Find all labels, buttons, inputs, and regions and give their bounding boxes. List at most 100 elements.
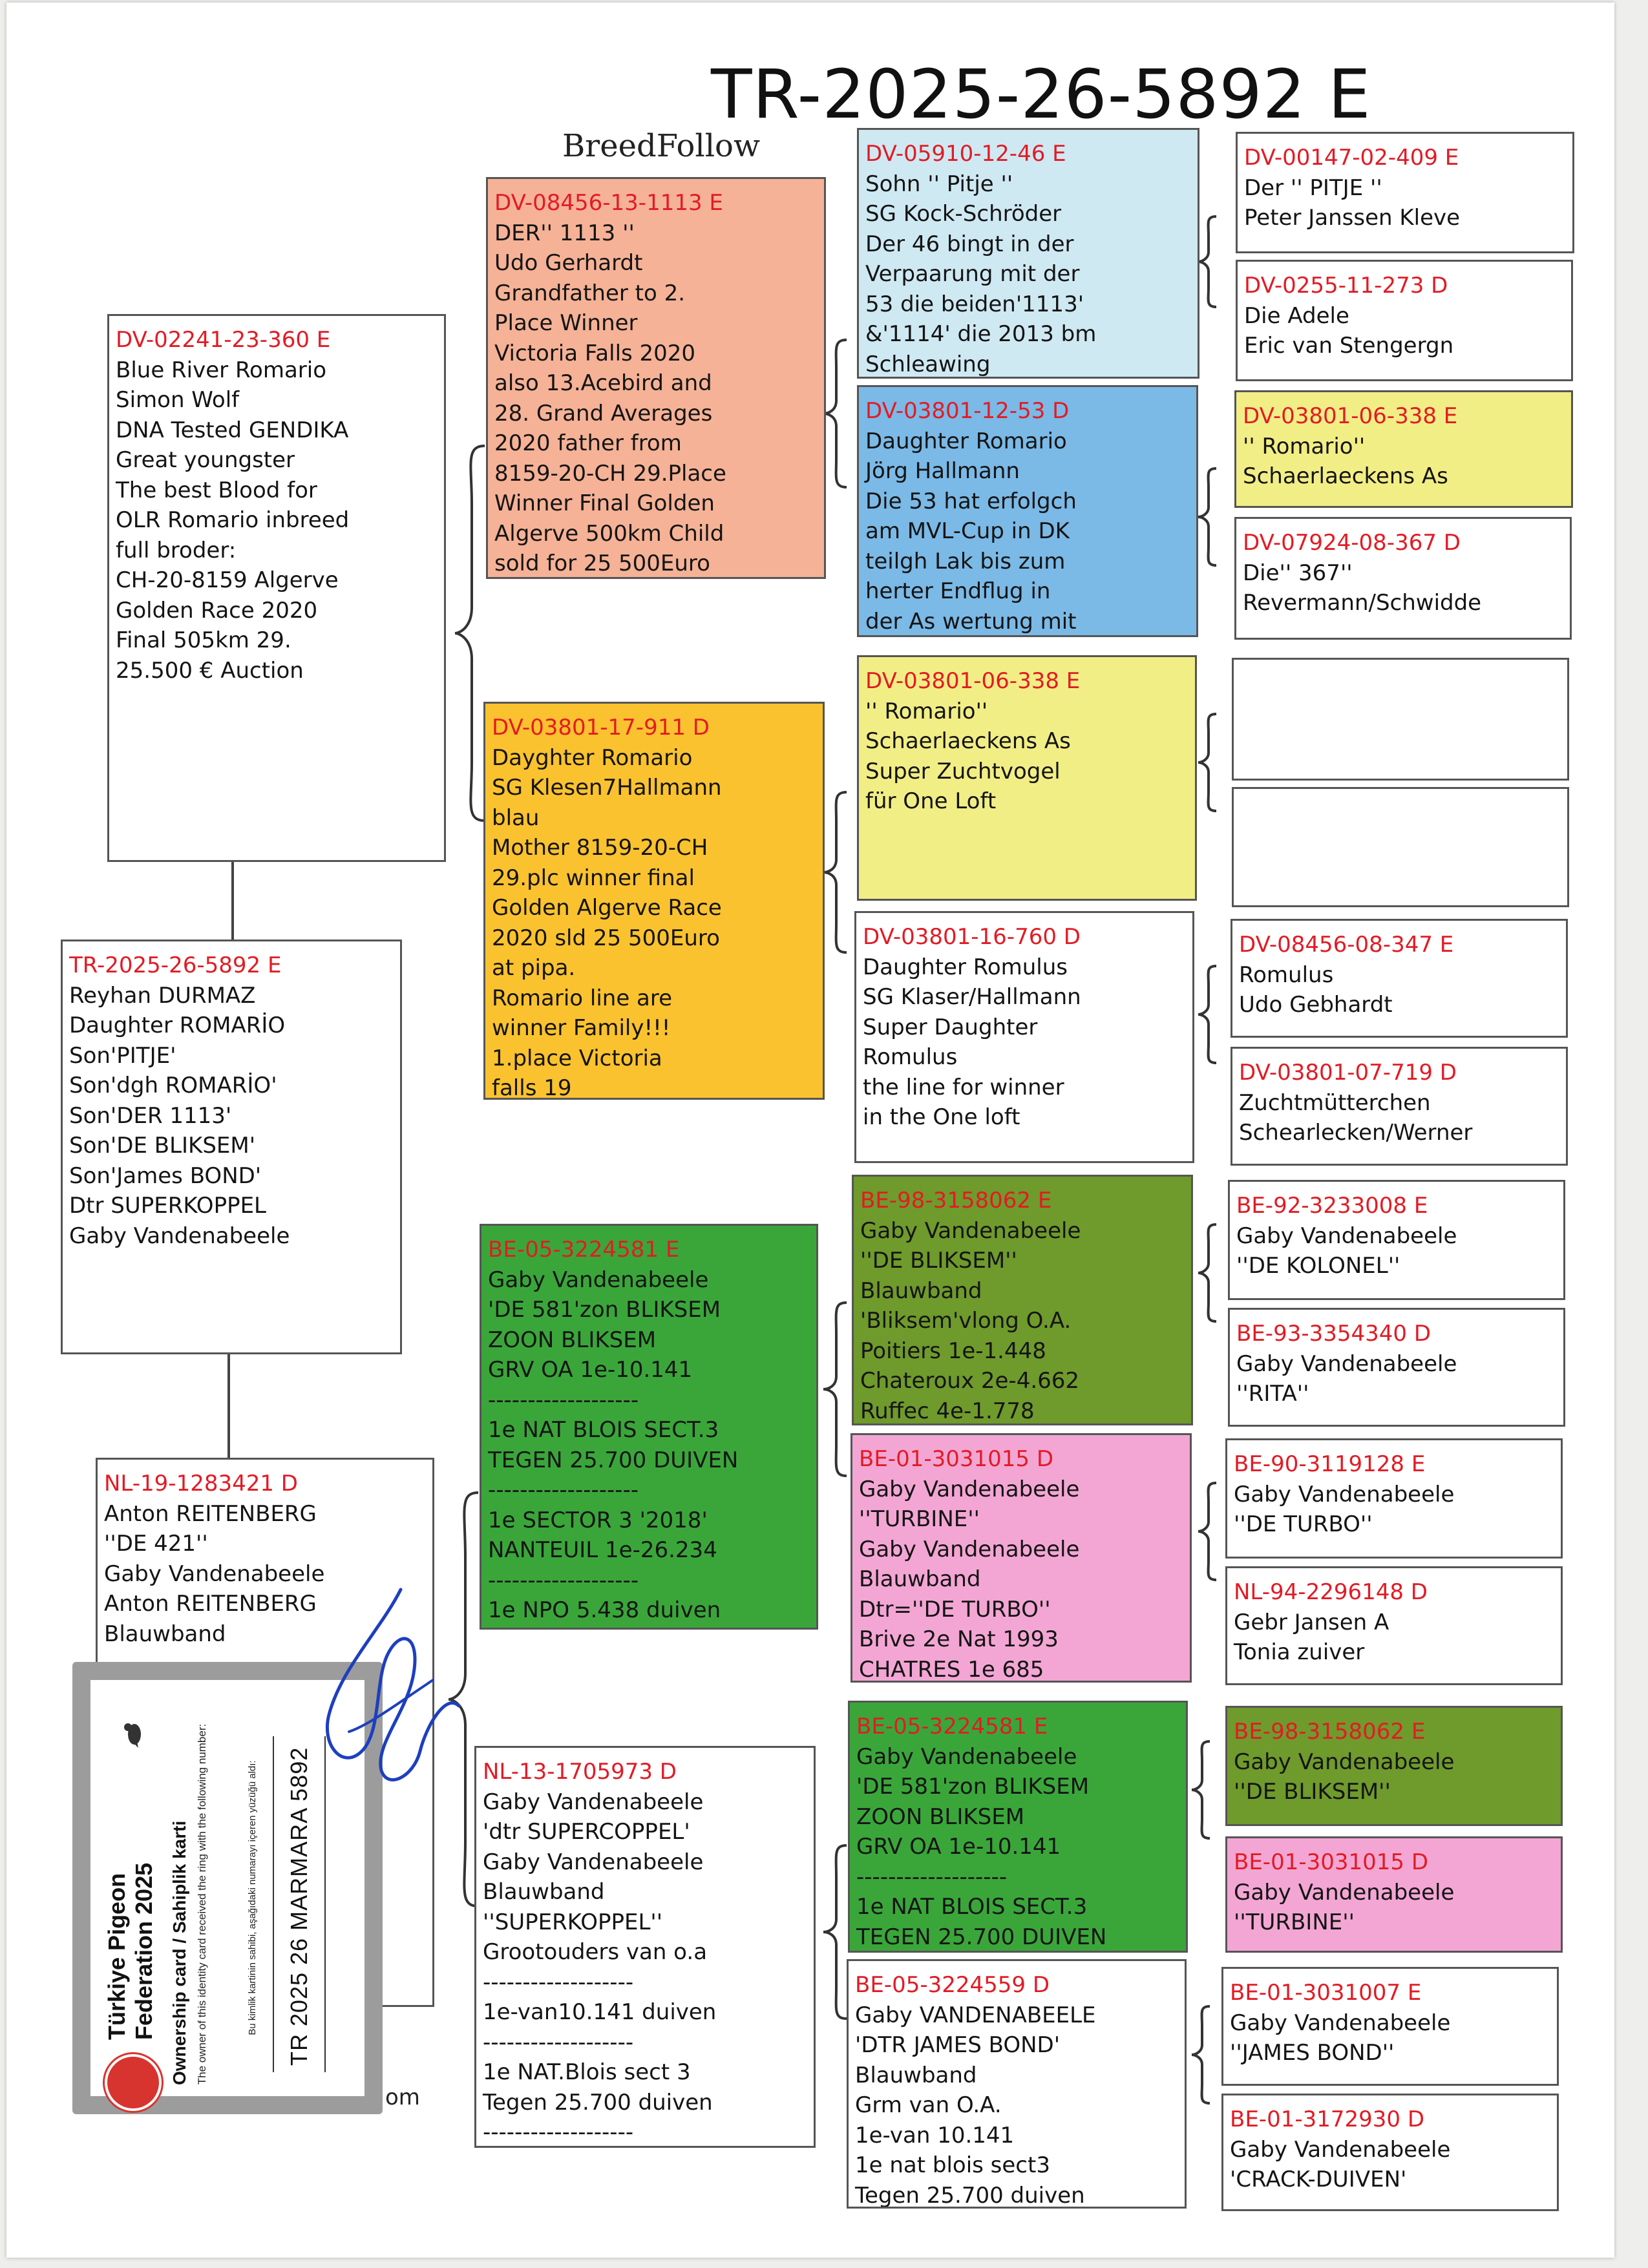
pedigree-line: 2020 father from xyxy=(494,430,682,456)
page-title: TR-2025-26-5892 E xyxy=(711,55,1371,134)
pedigree-line: ZOON BLIKSEM xyxy=(856,1803,1025,1830)
pedigree-card-g12: NL-94-2296148 D Gebr Jansen A Tonia zuiver xyxy=(1225,1566,1563,1685)
pedigree-line: The best Blood for xyxy=(116,477,317,503)
brace-connector xyxy=(1198,467,1217,567)
pedigree-line: 1e-van 10.141 xyxy=(855,2122,1015,2148)
pedigree-card-g6 xyxy=(1232,787,1569,907)
pedigree-line: Romulus xyxy=(1239,961,1334,988)
pedigree-line: Place Winner xyxy=(494,310,638,336)
pedigree-line: Udo Gerhardt xyxy=(494,250,643,276)
ring-number: DV-02241-23-360 E xyxy=(116,327,331,353)
pedigree-line: SG Klaser/Hallmann xyxy=(863,984,1081,1010)
pedigree-line: am MVL-Cup in DK xyxy=(865,518,1070,544)
pedigree-line: Zuchtmütterchen xyxy=(1239,1089,1431,1116)
pedigree-line: Mother 8159-20-CH xyxy=(492,835,708,861)
pedigree-line: blau xyxy=(492,804,540,831)
pedigree-line: Peter Janssen Kleve xyxy=(1244,205,1461,231)
brand-logo: BreedFollow xyxy=(562,128,761,164)
ring-number: DV-08456-13-1113 E xyxy=(494,190,723,216)
ring-number: NL-19-1283421 D xyxy=(104,1471,298,1496)
pedigree-line: SG Kock-Schröder xyxy=(865,201,1062,227)
pedigree-line: Gaby Vandenabeele xyxy=(483,1849,704,1875)
pedigree-line: ''TURBINE'' xyxy=(859,1506,980,1532)
pedigree-line: DNA Tested GENDIKA xyxy=(116,417,349,443)
brace-connector xyxy=(448,1491,479,1907)
brace-connector xyxy=(1198,965,1217,1064)
pedigree-line: Dayghter Romario xyxy=(492,744,693,771)
pedigree-line: ZOON BLIKSEM xyxy=(488,1327,657,1353)
pedigree-line: Son'DER 1113' xyxy=(69,1102,232,1129)
pedigree-line: Tonia zuiver xyxy=(1234,1639,1365,1665)
pedigree-line: CHATRES 1e 685 xyxy=(859,1656,1044,1683)
pedigree-line: full broder: xyxy=(116,537,237,563)
ring-number: BE-90-3119128 E xyxy=(1234,1451,1426,1477)
pedigree-line: Die'' 367'' xyxy=(1243,560,1353,586)
pedigree-line: 'DTR JAMES BOND' xyxy=(855,2032,1061,2058)
ring-number: NL-94-2296148 D xyxy=(1234,1579,1428,1605)
pedigree-line: Son'James BOND' xyxy=(69,1162,262,1189)
pedigree-line: ------------------- xyxy=(483,2029,634,2055)
pedigree-line: Gebr Jansen A xyxy=(1234,1609,1389,1635)
pedigree-line: Golden Algerve Race xyxy=(492,895,722,921)
pedigree-line: Great youngster xyxy=(116,447,295,473)
pedigree-line: Gaby Vandenabeele xyxy=(104,1560,325,1587)
pedigree-line: 1e NAT.Blois sect 3 xyxy=(483,2059,691,2085)
pigeon-emblem-icon xyxy=(124,1723,141,1748)
pedigree-line: the line for winner xyxy=(863,1074,1064,1100)
brace-connector xyxy=(454,445,485,822)
pedigree-line: 8159-20-CH 29.Place xyxy=(494,460,726,487)
ownership-card-content: Türkiye Pigeon Federation 2025 Ownership… xyxy=(98,1691,357,2111)
pedigree-line: ''DE BLIKSEM'' xyxy=(860,1248,1017,1274)
pedigree-card-g3: DV-03801-06-338 E'' Romario''Schaerlaeck… xyxy=(1234,390,1573,508)
ring-number: BE-92-3233008 E xyxy=(1236,1193,1428,1219)
ring-number: BE-01-3031015 D xyxy=(1234,1849,1429,1875)
pedigree-line: ------------------- xyxy=(856,1864,1008,1890)
brace-connector xyxy=(823,1844,847,2020)
pedigree-line: falls 19 xyxy=(492,1075,572,1100)
pedigree-line: 53 die beiden'1113' xyxy=(865,291,1084,317)
ring-number: BE-01-3031007 E xyxy=(1230,1980,1422,2006)
pedigree-line: Blauwband xyxy=(859,1566,981,1592)
pedigree-line: Poitiers 1e-1.448 xyxy=(860,1338,1046,1364)
pedigree-line: 1e SECTOR 3 '2018' xyxy=(488,1507,708,1533)
brace-connector xyxy=(1198,713,1217,812)
signature-icon xyxy=(325,1588,461,1781)
pedigree-line: ''DE TURBO'' xyxy=(1234,1511,1373,1537)
pedigree-line: Grootouders van o.a xyxy=(483,1939,708,1965)
ring-number: DV-03801-17-911 D xyxy=(492,715,710,740)
pedigree-line: Simon Wolf xyxy=(116,387,240,413)
ring-number: BE-98-3158062 E xyxy=(1234,1719,1426,1745)
pedigree-line: Gaby Vandenabeele xyxy=(1234,1748,1455,1775)
pedigree-line: Schleawing xyxy=(865,351,991,377)
pedigree-line: ------------------- xyxy=(488,1477,639,1503)
divider xyxy=(273,1736,274,2072)
ring-number: BE-05-3224559 D xyxy=(855,1972,1050,1998)
ownership-card-body: Türkiye Pigeon Federation 2025 Ownership… xyxy=(90,1680,364,2111)
pedigree-line: '' Romario'' xyxy=(865,698,988,724)
pedigree-line: Gaby Vandenabeele xyxy=(1234,1879,1455,1906)
ownership-card: Türkiye Pigeon Federation 2025 Ownership… xyxy=(72,1662,383,2114)
ring-number: TR-2025-26-5892 E xyxy=(69,952,282,978)
pedigree-line: Der 46 bingt in der xyxy=(865,231,1074,257)
pedigree-line: Victoria Falls 2020 xyxy=(494,340,696,366)
footer-fragment: om xyxy=(385,2084,420,2110)
brace-connector xyxy=(823,791,847,954)
pedigree-line: 'DE 581'zon BLIKSEM xyxy=(488,1297,721,1323)
brace-connector xyxy=(1198,215,1217,308)
ring-number: BE-98-3158062 E xyxy=(860,1188,1052,1213)
pedigree-line: Algerve 500km Child xyxy=(494,520,724,547)
pedigree-line: ''DE BLIKSEM'' xyxy=(1234,1779,1391,1805)
pedigree-line: Grm van O.A. xyxy=(855,2092,1002,2118)
ring-number: DV-0255-11-273 D xyxy=(1244,273,1448,299)
pedigree-line: DER'' 1113 '' xyxy=(494,220,635,246)
pedigree-line: Blauwband xyxy=(860,1277,982,1304)
pedigree-line: Daughter ROMARİO xyxy=(69,1013,286,1038)
